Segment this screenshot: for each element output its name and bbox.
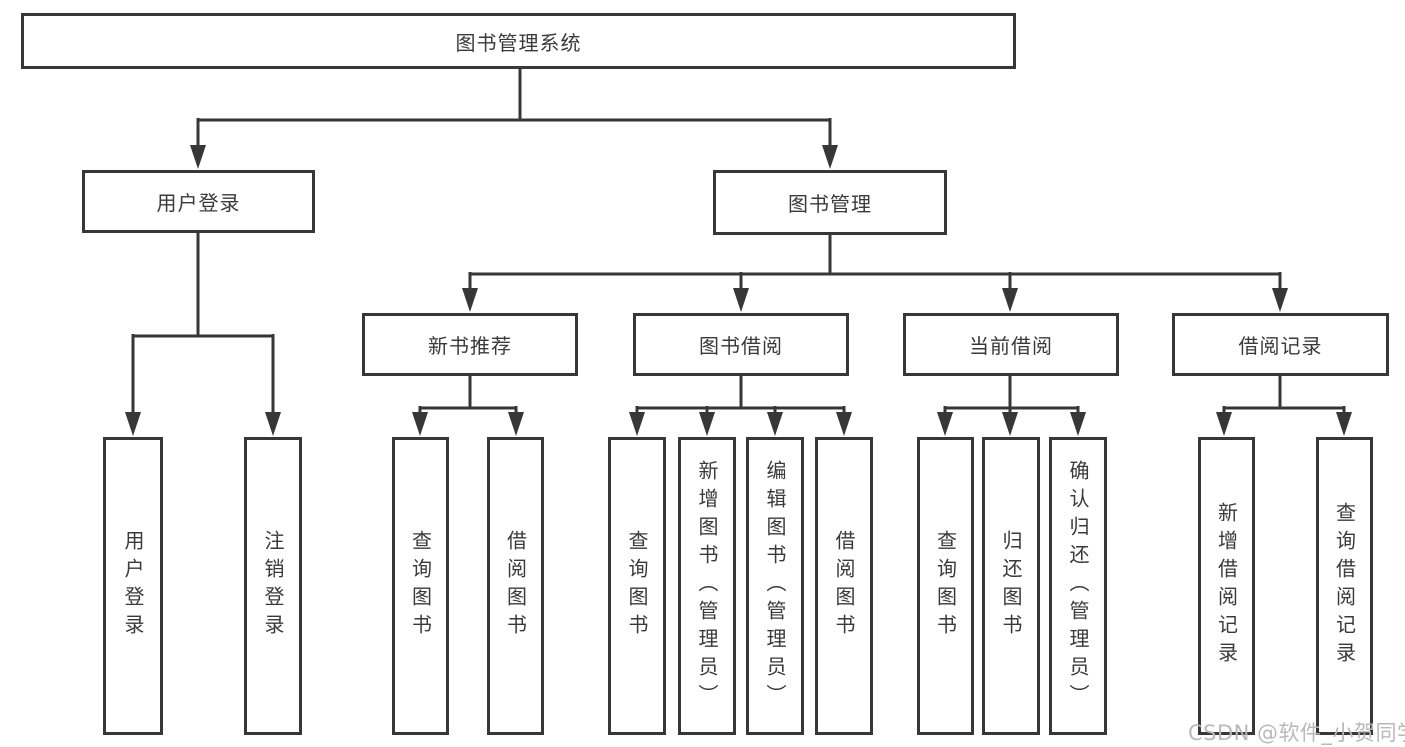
node-user-login: 用户登录: [82, 170, 315, 233]
node-label: 注销登录: [261, 530, 285, 642]
node-label: 归还图书: [999, 530, 1023, 642]
node-current-borrowing: 当前借阅: [903, 313, 1119, 376]
node-label: 用户登录: [121, 530, 145, 642]
node-label: 新书推荐: [428, 334, 512, 358]
node-label: 图书管理: [788, 192, 872, 216]
node-label: 查询图书: [933, 530, 958, 642]
node-label: 查询借阅记录: [1332, 502, 1357, 670]
leaf-confirm-return-admin: 确认归还（管理员）: [1049, 437, 1107, 735]
leaf-logout: 注销登录: [244, 437, 302, 735]
leaf-edit-books-admin: 编辑图书（管理员）: [746, 437, 804, 735]
csdn-watermark: CSDN @软件_小贺同学: [1188, 721, 1405, 745]
node-book-management: 图书管理: [713, 170, 947, 235]
node-label: 编辑图书（管理员）: [763, 460, 787, 712]
node-new-book-recommendation: 新书推荐: [362, 313, 578, 376]
node-label: 确认归还（管理员）: [1066, 460, 1090, 712]
node-label: 新增借阅记录: [1214, 502, 1239, 670]
node-label: 图书管理系统: [455, 30, 582, 55]
node-label: 借阅记录: [1238, 334, 1323, 358]
leaf-user-login: 用户登录: [103, 437, 163, 735]
leaf-add-books-admin: 新增图书（管理员）: [678, 437, 736, 735]
node-book-borrowing: 图书借阅: [633, 313, 849, 376]
leaf-add-borrow-record: 新增借阅记录: [1198, 437, 1255, 735]
node-label: 查询图书: [408, 530, 433, 642]
node-label: 借阅图书: [832, 530, 856, 642]
leaf-search-books-recommend: 查询图书: [392, 437, 449, 735]
leaf-return-books: 归还图书: [982, 437, 1040, 735]
node-label: 借阅图书: [503, 530, 528, 642]
node-label: 新增图书（管理员）: [695, 460, 719, 712]
node-label: 查询图书: [625, 530, 649, 642]
node-library-management-system: 图书管理系统: [21, 13, 1016, 69]
node-label: 用户登录: [156, 191, 241, 215]
leaf-borrow-books-borrowing: 借阅图书: [815, 437, 873, 735]
node-borrowing-records: 借阅记录: [1172, 313, 1389, 376]
leaf-borrow-books-recommend: 借阅图书: [487, 437, 544, 735]
node-label: 图书借阅: [699, 334, 783, 358]
leaf-search-books-current: 查询图书: [917, 437, 974, 735]
leaf-search-borrow-record: 查询借阅记录: [1316, 437, 1373, 735]
node-label: 当前借阅: [969, 334, 1053, 358]
leaf-search-books-borrowing: 查询图书: [608, 437, 666, 735]
